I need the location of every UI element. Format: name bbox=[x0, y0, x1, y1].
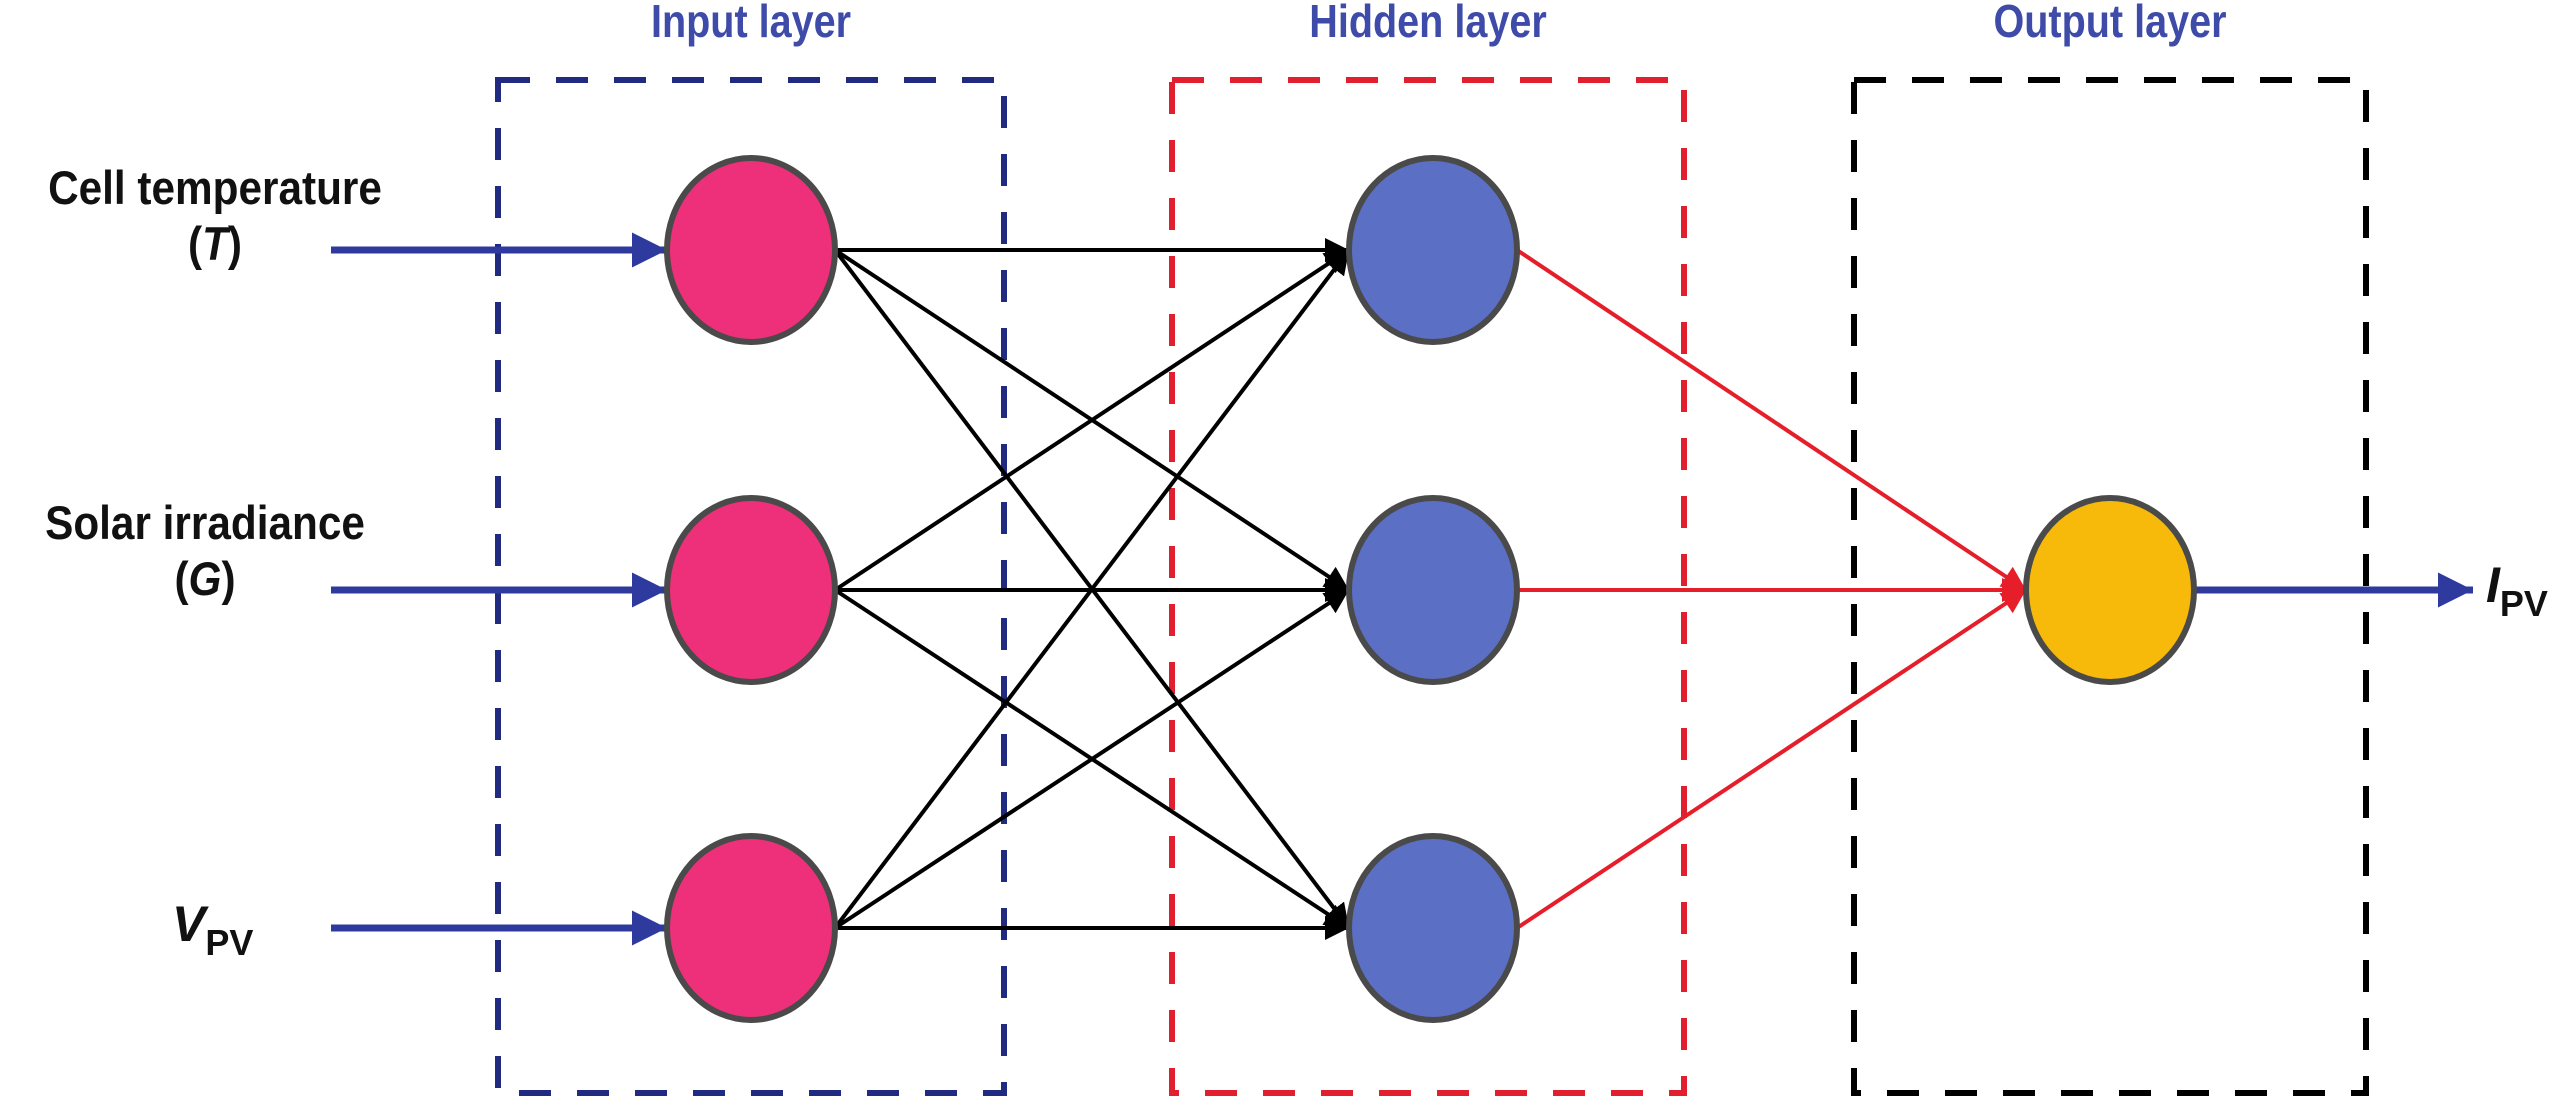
input-node-2 bbox=[664, 495, 838, 685]
input-node-3 bbox=[664, 833, 838, 1023]
hidden-layer-box bbox=[1169, 77, 1687, 1096]
input-label-text: Cell temperature bbox=[48, 161, 382, 214]
symbol-I: I bbox=[2486, 557, 2500, 613]
hidden-layer-title: Hidden layer bbox=[1309, 0, 1547, 47]
input-label-vpv: VPV bbox=[172, 895, 253, 964]
input-layer-title: Input layer bbox=[650, 0, 852, 47]
output-node bbox=[2023, 495, 2197, 685]
symbol-V: V bbox=[172, 896, 206, 952]
edge-hidden1-output bbox=[1515, 248, 2028, 592]
subscript-PV: PV bbox=[205, 922, 254, 963]
edge-hidden3-output bbox=[1515, 588, 2028, 930]
symbol-T: T bbox=[202, 217, 228, 270]
input-node-1 bbox=[664, 155, 838, 345]
input-label-solar-irradiance: Solar irradiance (G) bbox=[3, 495, 408, 607]
edge-input2-hidden1 bbox=[833, 248, 1351, 592]
subscript-PV: PV bbox=[2499, 583, 2548, 624]
hidden-node-2 bbox=[1346, 495, 1520, 685]
hidden-node-1 bbox=[1346, 155, 1520, 345]
output-label-ipv: IPV bbox=[2486, 556, 2548, 625]
input-layer-box bbox=[495, 77, 1007, 1096]
symbol-G: G bbox=[188, 552, 222, 605]
output-layer-box bbox=[1851, 77, 2369, 1096]
input-label-text: Solar irradiance bbox=[45, 496, 365, 549]
input-symbol: (T) bbox=[187, 217, 243, 270]
edge-input3-hidden2 bbox=[833, 588, 1351, 930]
input-symbol: (G) bbox=[174, 552, 236, 605]
output-layer-title: Output layer bbox=[1993, 0, 2227, 47]
input-label-cell-temperature: Cell temperature (T) bbox=[13, 160, 418, 272]
edge-input3-hidden1 bbox=[833, 248, 1351, 930]
hidden-node-3 bbox=[1346, 833, 1520, 1023]
